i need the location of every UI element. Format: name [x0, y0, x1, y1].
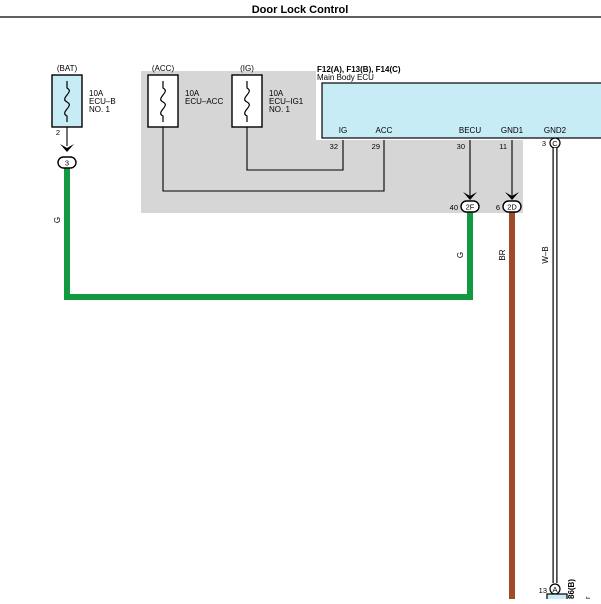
gnd2-connector-letter: C: [552, 139, 558, 148]
wire-ig: [246, 127, 344, 171]
bottom-connector-mark: r: [583, 596, 592, 599]
fuse-acc-name: ECU–ACC: [185, 97, 223, 106]
terminal-ig-pin: 32: [330, 142, 338, 151]
page-title: Door Lock Control: [252, 4, 349, 16]
bottom-connector-letter: A: [552, 585, 557, 594]
terminal-ig-label: IG: [339, 126, 347, 135]
wire-acc: [162, 127, 385, 192]
junction-2d: [502, 200, 522, 213]
terminal-becu-pin: 30: [457, 142, 465, 151]
fuse-bat-symbol: [64, 81, 70, 122]
junction-2d-arrow: [505, 192, 519, 200]
bottom-connector-ref: 86(B): [567, 579, 576, 599]
ecu-name: Main Body ECU: [317, 73, 374, 82]
terminal-becu-label: BECU: [459, 126, 481, 135]
ecu-box: [321, 82, 601, 139]
wire-green: [64, 168, 473, 300]
junction-3: [57, 156, 77, 169]
fuse-bat-rating: 10A: [89, 89, 104, 98]
junction-2f-id: 2F: [466, 203, 475, 212]
fuse-ig-line2: NO. 1: [269, 105, 290, 114]
terminal-acc-pin: 29: [372, 142, 380, 151]
terminal-gnd1-label: GND1: [501, 126, 524, 135]
fuse-ig-name: ECU–IG1: [269, 97, 304, 106]
junction-2f-arrow: [463, 192, 477, 200]
fuse-bat-name: ECU–B: [89, 97, 116, 106]
wire-brown-label: BR: [498, 249, 507, 260]
junction-2d-id: 2D: [507, 203, 517, 212]
bottom-connector-pin: 13: [539, 586, 547, 595]
fuse-acc-symbol: [160, 81, 166, 122]
ecu-refs: F12(A), F13(B), F14(C): [317, 65, 401, 74]
junction-3-id: 3: [65, 159, 69, 168]
wire-wb-label: W–B: [541, 246, 550, 263]
wire-green-label-left: G: [53, 217, 62, 223]
fuse-bat-source: (BAT): [57, 64, 78, 73]
fuse-ig-source: (IG): [240, 64, 254, 73]
terminal-gnd1-pin: 11: [499, 142, 507, 151]
fuse-ig-symbol: [244, 81, 250, 122]
terminal-gnd2-label: GND2: [544, 126, 567, 135]
junction-2f-pin: 40: [450, 203, 458, 212]
fuse-bat-line2: NO. 1: [89, 105, 110, 114]
wire-green-label-right: G: [456, 252, 465, 258]
terminal-acc-label: ACC: [376, 126, 393, 135]
junction-2f: [460, 200, 480, 213]
fuse-bat-pin: 2: [56, 128, 60, 137]
fuse-acc-source: (ACC): [152, 64, 175, 73]
junction-3-arrow: [60, 144, 74, 152]
junction-2d-pin: 6: [496, 203, 500, 212]
fuse-ig-rating: 10A: [269, 89, 284, 98]
fuse-acc-rating: 10A: [185, 89, 200, 98]
terminal-gnd2-pin: 3: [542, 139, 546, 148]
bottom-connector-body: [546, 593, 568, 604]
